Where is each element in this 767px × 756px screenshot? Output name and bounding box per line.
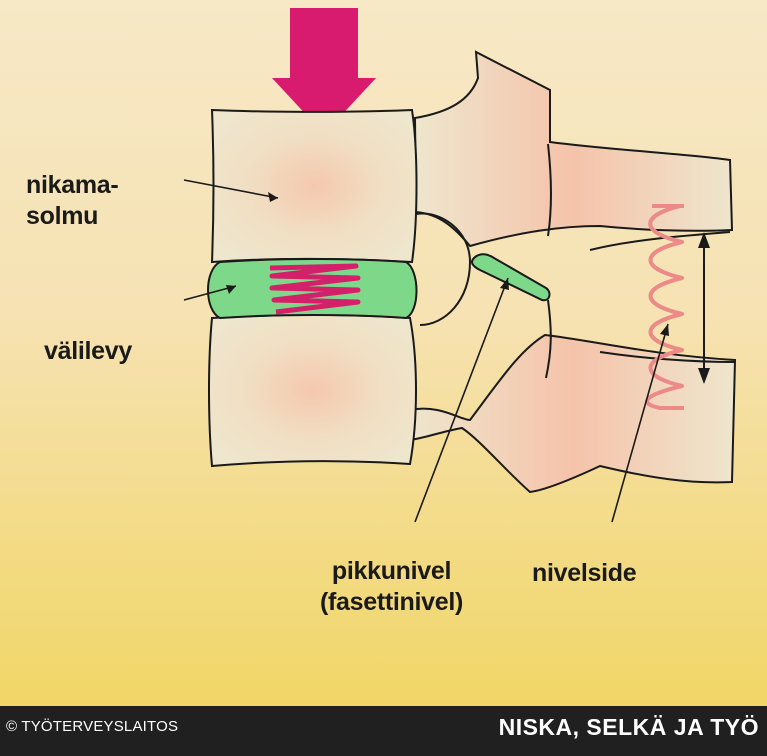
double-arrow-icon — [698, 232, 710, 384]
label-disc: välilevy — [44, 337, 132, 365]
copyright-text: © TYÖTERVEYSLAITOS — [6, 718, 179, 735]
load-arrow-icon — [272, 8, 376, 134]
label-vertebral-body: nikama- solmu — [26, 170, 119, 232]
series-title: NISKA, SELKÄ JA TYÖ — [498, 714, 759, 740]
label-line: (fasettinivel) — [320, 588, 464, 616]
leader-line-vertebral-body — [183, 179, 279, 199]
label-line: pikkunivel — [331, 557, 452, 585]
leader-arrowhead — [500, 278, 509, 290]
facet-joint — [471, 253, 551, 302]
leader-arrowhead — [660, 324, 669, 336]
spine-segment-diagram — [183, 8, 737, 523]
label-line: nikama- — [26, 171, 119, 199]
upper-vertebral-body — [210, 108, 418, 264]
intervertebral-foramen — [415, 212, 472, 326]
upper-vertebra-process — [413, 50, 734, 248]
spring-icon — [269, 263, 361, 315]
leader-lines — [183, 179, 669, 523]
spring-icon — [645, 204, 684, 410]
lower-vertebra-process — [409, 333, 737, 494]
leader-line-facet — [414, 277, 509, 523]
label-ligament: nivelside — [532, 559, 637, 587]
leader-line-ligament — [611, 323, 669, 523]
process-contour — [547, 143, 731, 251]
diagram-canvas: nikama- solmu välilevy pikkunivel (faset… — [0, 0, 767, 706]
process-contour — [545, 299, 736, 379]
leader-arrowhead — [226, 285, 236, 294]
lower-vertebral-body — [208, 314, 417, 468]
footer-bar: © TYÖTERVEYSLAITOS NISKA, SELKÄ JA TYÖ — [0, 706, 767, 756]
leader-arrowhead — [268, 192, 278, 202]
label-line: solmu — [26, 202, 99, 230]
label-facet-joint: pikkunivel (fasettinivel) — [320, 556, 463, 618]
